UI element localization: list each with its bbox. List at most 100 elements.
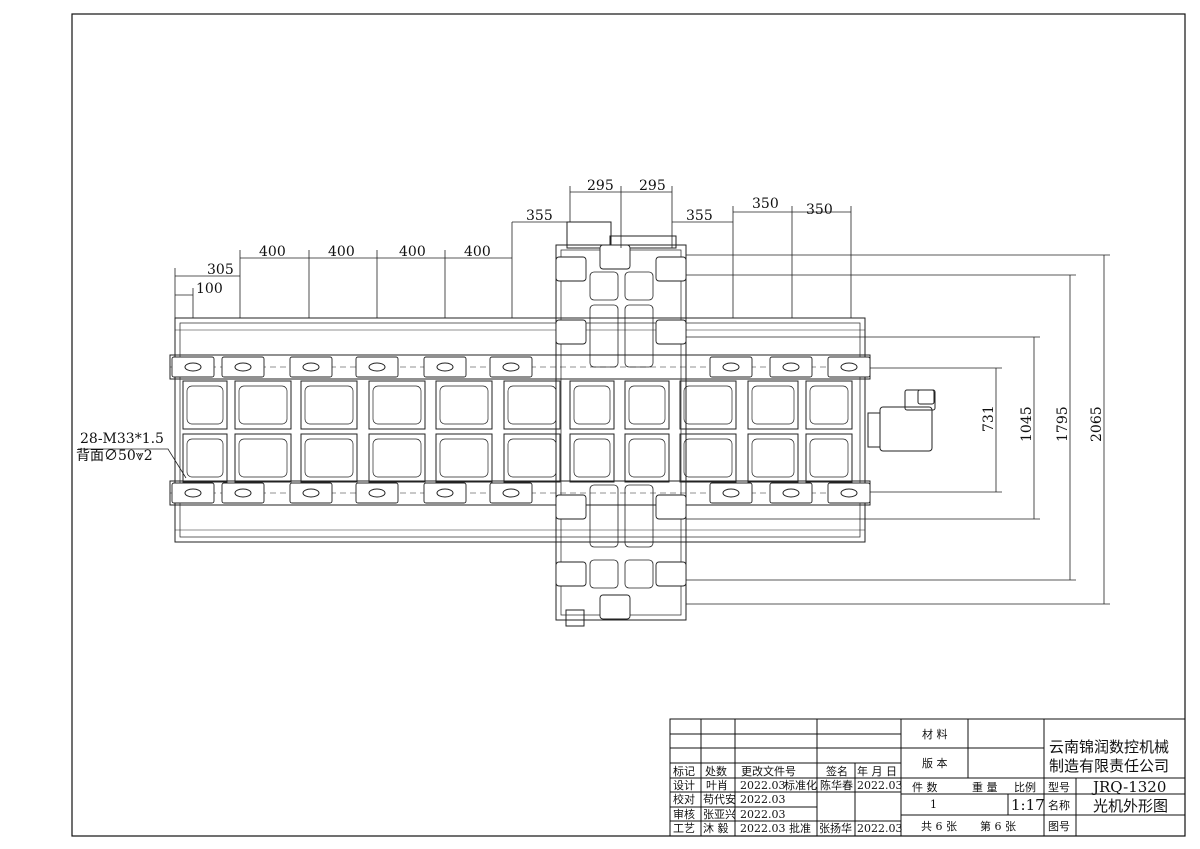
tb-process-label: 工艺 — [673, 822, 695, 835]
table-cell-window — [809, 385, 849, 425]
tb-review-date: 2022.03 — [740, 808, 786, 821]
table-cell-window — [573, 438, 611, 478]
center-cell — [624, 304, 654, 368]
motor-flange — [867, 412, 881, 448]
tb-design-label: 设计 — [673, 779, 695, 792]
table-cell-window — [683, 438, 733, 478]
table-cell — [679, 380, 737, 430]
clamp-slot — [840, 362, 858, 372]
tb-name-label: 名称 — [1048, 798, 1070, 812]
table-cell-window — [507, 385, 557, 425]
tb-material-label: 材 料 — [922, 727, 948, 741]
center-cell — [589, 484, 619, 548]
clamp-slot — [368, 488, 386, 498]
tb-approve-name: 张扬华 — [819, 821, 852, 835]
table-cell — [624, 433, 670, 483]
clamp-slot — [436, 362, 454, 372]
center-clamp — [655, 494, 687, 520]
tb-header-count: 处数 — [705, 765, 727, 778]
clamp-slot — [234, 488, 252, 498]
dim-355-right: 355 — [686, 208, 713, 224]
clamp-slot — [184, 362, 202, 372]
table-cell — [182, 380, 228, 430]
table-cell-window — [372, 438, 422, 478]
title-block — [669, 718, 1186, 837]
center-cell — [589, 271, 619, 301]
table-cell — [182, 433, 228, 483]
tb-scale-label: 比例 — [1014, 780, 1036, 794]
tb-design-date: 2022.03 — [740, 779, 786, 792]
center-cell — [624, 559, 654, 589]
tb-company-line1: 云南锦润数控机械 — [1049, 738, 1169, 756]
dim-1045: 1045 — [1019, 406, 1035, 442]
dim-295-a: 295 — [587, 178, 614, 194]
center-clamp — [599, 594, 631, 620]
table-cell-window — [238, 438, 288, 478]
table-cell-window — [238, 385, 288, 425]
table-cell — [300, 433, 358, 483]
clamp-slot — [722, 488, 740, 498]
main-bed — [174, 317, 866, 543]
tb-name-value: 光机外形图 — [1093, 797, 1168, 815]
table-cell-window — [186, 385, 224, 425]
table-cell-window — [186, 438, 224, 478]
table-cell-window — [751, 438, 795, 478]
drawing-frame — [71, 13, 1186, 837]
table-cell — [503, 380, 561, 430]
tb-drawing-no-label: 图号 — [1048, 820, 1070, 833]
table-cell-window — [628, 385, 666, 425]
table-cell-window — [372, 385, 422, 425]
center-clamp — [555, 256, 587, 282]
tb-qty-label: 件 数 — [912, 781, 938, 794]
tb-header-date: 年 月 日 — [857, 764, 897, 778]
tb-approve-date: 2022.03 — [857, 822, 903, 835]
tb-sheet-no: 第 6 张 — [980, 819, 1016, 833]
clamp-slot — [436, 488, 454, 498]
tb-weight-label: 重 量 — [972, 780, 998, 794]
motor-body — [879, 406, 933, 452]
center-cell — [624, 484, 654, 548]
tb-standard-label: 标准化 — [784, 778, 817, 792]
dim-731: 731 — [981, 405, 997, 432]
table-cell — [679, 433, 737, 483]
dim-350-a: 350 — [752, 196, 779, 212]
table-cell — [435, 380, 493, 430]
center-cell — [624, 271, 654, 301]
table-cell-window — [304, 438, 354, 478]
center-clamp — [555, 494, 587, 520]
counterbore-annotation: 背面∅50⩔2 — [76, 448, 153, 464]
table-cell — [569, 433, 615, 483]
tb-design-name: 叶肖 — [706, 778, 728, 792]
tb-company-line2: 制造有限责任公司 — [1049, 757, 1169, 775]
clamp-slot — [234, 362, 252, 372]
dim-400-b: 400 — [328, 244, 355, 260]
table-cell-window — [751, 385, 795, 425]
tb-qty-value: 1 — [930, 798, 937, 811]
table-cell-window — [507, 438, 557, 478]
tb-sheets-total: 共 6 张 — [921, 820, 957, 833]
table-cell — [569, 380, 615, 430]
tb-header-docno: 更改文件号 — [741, 764, 796, 778]
tb-header-sign: 签名 — [826, 764, 848, 778]
table-cell-window — [809, 438, 849, 478]
center-clamp — [555, 319, 587, 345]
table-cell — [300, 380, 358, 430]
table-cell — [503, 433, 561, 483]
tb-approve-label: 批准 — [789, 821, 811, 835]
table-cell — [805, 380, 853, 430]
tb-scale-value: 1:17 — [1011, 796, 1045, 814]
clamp-slot — [782, 488, 800, 498]
dim-400-d: 400 — [464, 244, 491, 260]
dim-400-c: 400 — [399, 244, 426, 260]
table-cell-window — [439, 385, 489, 425]
table-cell-window — [628, 438, 666, 478]
table-cell — [805, 433, 853, 483]
center-clamp — [555, 561, 587, 587]
table-cell — [368, 433, 426, 483]
clamp-slot — [368, 362, 386, 372]
table-cell — [624, 380, 670, 430]
center-clamp — [655, 561, 687, 587]
tb-review-name: 张亚兴 — [703, 808, 736, 821]
clamp-slot — [840, 488, 858, 498]
